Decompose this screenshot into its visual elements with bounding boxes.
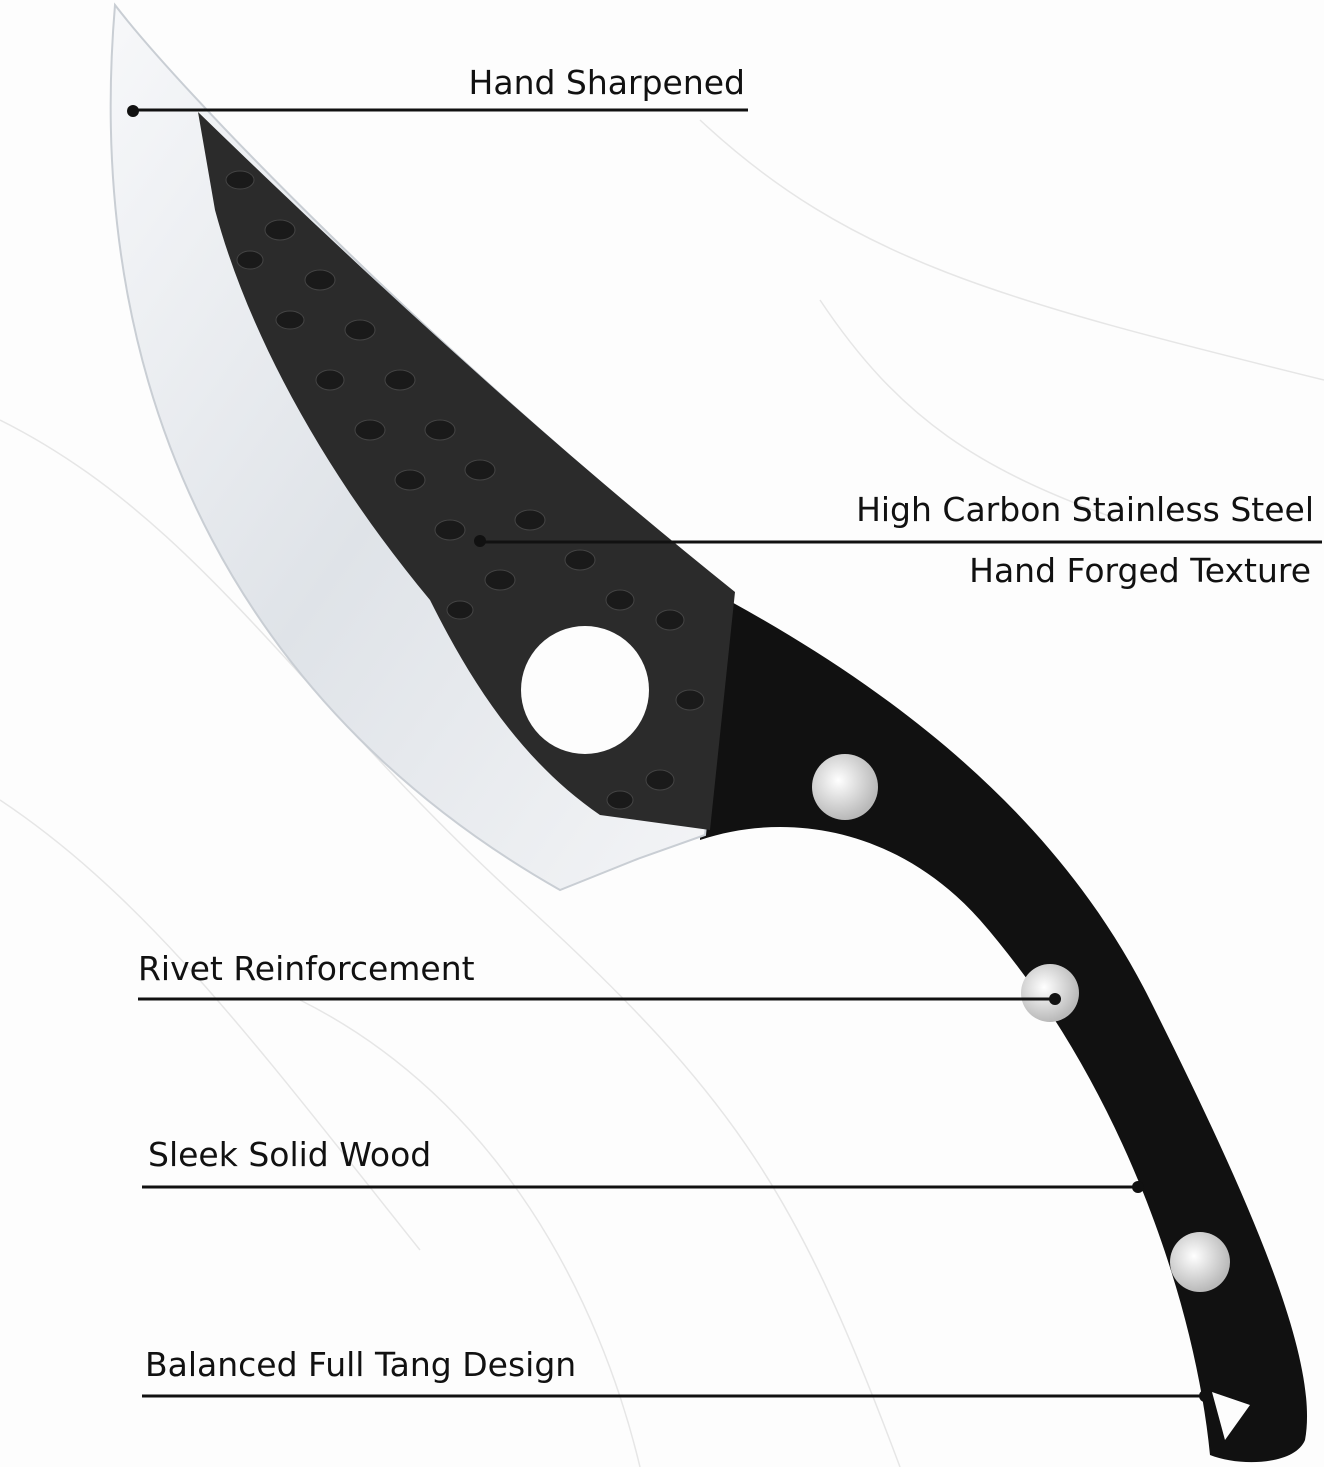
label-rivet-reinforcement: Rivet Reinforcement xyxy=(138,949,475,988)
label-high-carbon-steel: High Carbon Stainless Steel xyxy=(856,490,1314,529)
lanyard-hole xyxy=(1212,1392,1250,1440)
rivets xyxy=(812,754,1230,1292)
label-sleek-solid-wood: Sleek Solid Wood xyxy=(148,1135,431,1174)
callout-lines xyxy=(133,108,1322,1398)
label-full-tang-design: Balanced Full Tang Design xyxy=(145,1345,576,1384)
marble-veins xyxy=(0,119,1324,1467)
label-hand-sharpened: Hand Sharpened xyxy=(469,63,745,102)
knife-blade xyxy=(109,2,735,892)
finger-hole xyxy=(521,626,649,754)
callout-dots xyxy=(127,105,1211,1402)
knife-handle xyxy=(700,585,1308,1463)
label-hand-forged-texture: Hand Forged Texture xyxy=(969,551,1311,590)
